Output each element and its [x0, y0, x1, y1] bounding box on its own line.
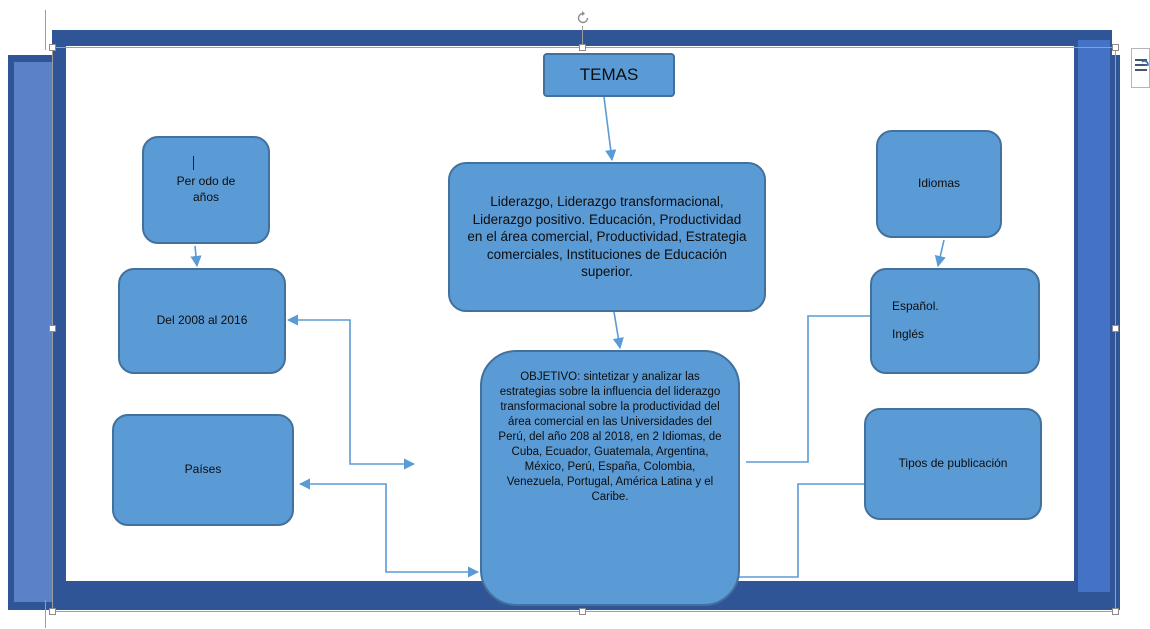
arrow-topics-to-objective [612, 311, 624, 350]
resize-handle-middle-left[interactable] [49, 325, 56, 332]
resize-handle-top-center[interactable] [579, 44, 586, 51]
outer-frame-left-band [14, 62, 58, 602]
arrow-languages-label-to-list [934, 239, 946, 268]
topics-box[interactable]: Liderazgo, Liderazgo transformacional, L… [448, 162, 766, 312]
languages-list-box[interactable]: Español. Inglés [870, 268, 1040, 374]
languages-label-text: Idiomas [917, 176, 961, 191]
language-item: Español. [892, 299, 939, 314]
resize-handle-bottom-left[interactable] [49, 608, 56, 615]
elbow-connector-countries [298, 478, 480, 578]
publication-types-text: Tipos de publicación [898, 456, 1008, 471]
period-label-text: Per odo de años [176, 174, 236, 204]
countries-text: Países [184, 462, 222, 477]
period-range-box[interactable]: Del 2008 al 2016 [118, 268, 286, 374]
topics-text: Liderazgo, Liderazgo transformacional, L… [467, 194, 747, 280]
period-label-box[interactable]: Per odo de años [142, 136, 270, 244]
rotate-handle-icon[interactable] [575, 10, 591, 26]
connector-objective-to-publications [736, 483, 864, 578]
elbow-connector-range [286, 314, 416, 470]
objective-box[interactable]: OBJETIVO: sintetizar y analizar las estr… [480, 350, 740, 606]
main-frame-right-band [1078, 40, 1110, 592]
resize-handle-bottom-center[interactable] [579, 608, 586, 615]
languages-label-box[interactable]: Idiomas [876, 130, 1002, 238]
left-vertical-guide-lower [45, 600, 46, 628]
countries-box[interactable]: Países [112, 414, 294, 526]
arrow-period-to-range [190, 245, 202, 268]
rotate-handle-stem [582, 26, 583, 47]
layout-options-icon [1135, 59, 1149, 71]
left-vertical-guide [45, 10, 46, 50]
language-item: Inglés [892, 327, 925, 341]
temas-box[interactable]: TEMAS [543, 53, 675, 97]
publication-types-box[interactable]: Tipos de publicación [864, 408, 1042, 520]
layout-options-button[interactable] [1131, 48, 1150, 88]
objective-text: OBJETIVO: sintetizar y analizar las estr… [498, 371, 722, 503]
resize-handle-top-right[interactable] [1112, 44, 1119, 51]
resize-handle-top-left[interactable] [49, 44, 56, 51]
arrow-temas-to-topics [603, 96, 617, 162]
connector-objective-to-languages [746, 315, 870, 463]
text-cursor [193, 156, 194, 170]
languages-list: Español. Inglés [892, 299, 939, 342]
resize-handle-middle-right[interactable] [1112, 325, 1119, 332]
resize-handle-bottom-right[interactable] [1112, 608, 1119, 615]
period-range-text: Del 2008 al 2016 [156, 313, 248, 328]
temas-label: TEMAS [579, 64, 639, 84]
